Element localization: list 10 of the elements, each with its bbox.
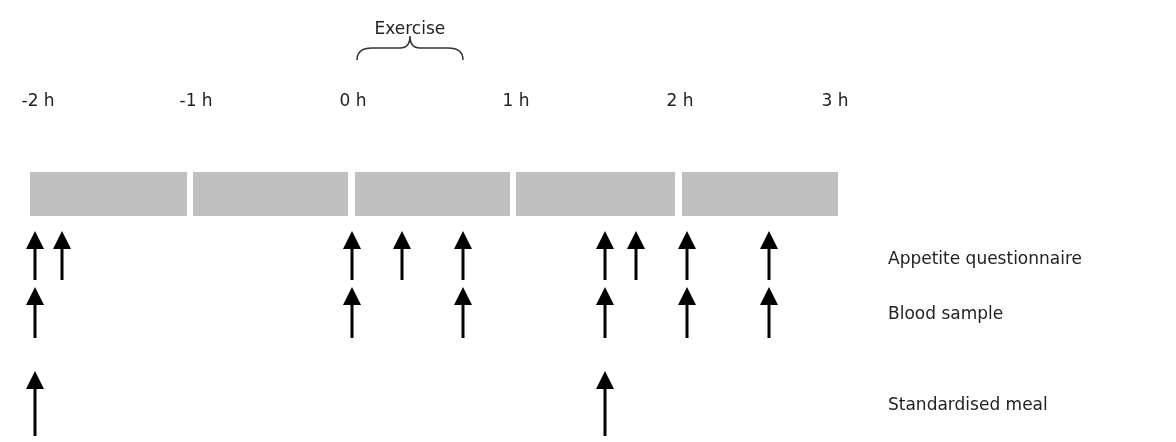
- tick-label: 0 h: [339, 90, 367, 110]
- tick-label: 2 h: [666, 90, 694, 110]
- row-label: Standardised meal: [888, 394, 1048, 414]
- tick-label: 3 h: [821, 90, 849, 110]
- row-label: Blood sample: [888, 303, 1004, 323]
- phase-label: Exercise: [374, 18, 446, 38]
- tick-label: -2 h: [21, 90, 55, 110]
- tick-label: -1 h: [179, 90, 213, 110]
- row-label: Appetite questionnaire: [888, 248, 1083, 268]
- tick-label: 1 h: [502, 90, 530, 110]
